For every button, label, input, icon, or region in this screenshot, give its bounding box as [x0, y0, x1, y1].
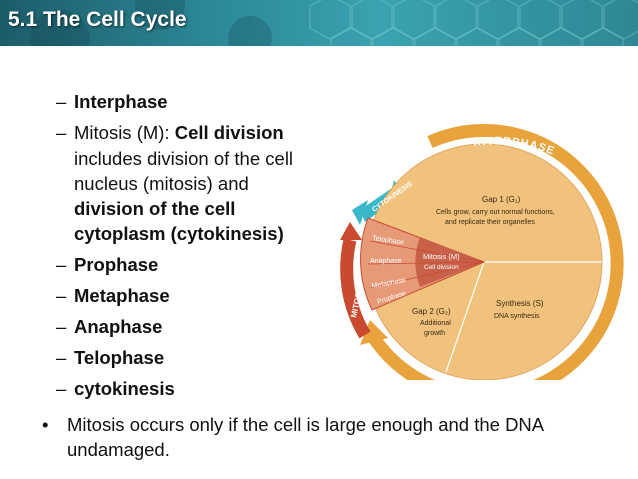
- phase-anaphase: Anaphase: [370, 258, 402, 265]
- phase-divider: [369, 261, 485, 289]
- mitosis-ring: [340, 238, 371, 339]
- list-item-metaphase: Metaphase: [74, 285, 170, 306]
- background-pattern: [30, 0, 638, 46]
- divider-s-g2: [445, 261, 485, 373]
- mitosis-line-2: includes division of the cell: [74, 148, 294, 169]
- dash-marker: –: [56, 91, 67, 112]
- dash-marker: –: [56, 254, 67, 275]
- title-bar: 5.1 The Cell Cycle: [0, 0, 638, 46]
- dash-marker: –: [56, 316, 67, 337]
- mitosis-line-3: nucleus (mitosis) and: [74, 173, 249, 194]
- cytokinesis-arrow-head: [352, 200, 368, 225]
- bullet-line-1: Mitosis occurs only if the cell is large…: [67, 414, 545, 435]
- mitosis-line-5: cytoplasm (cytokinesis): [74, 223, 284, 244]
- page-title: 5.1 The Cell Cycle: [8, 8, 187, 31]
- g1-line-1: Cells grow, carry out normal functions,: [436, 209, 555, 216]
- s-line-1: DNA synthesis: [494, 313, 540, 320]
- interphase-arrow-head: [360, 320, 388, 345]
- phase-telophase: Telophase: [372, 235, 405, 246]
- mitosis-prefix: Mitosis (M):: [74, 122, 175, 143]
- g1-line-2: and replicate their organelles: [445, 219, 535, 226]
- cell-cycle-diagram: INTERPHASE MITOSIS CYTOKINESIS Gap 1 (G₁…: [340, 123, 624, 380]
- mitosis-line-1: Cell division: [424, 264, 459, 271]
- dash-marker: –: [56, 378, 67, 399]
- bullet-dot: •: [42, 414, 49, 435]
- list-item-prophase: Prophase: [74, 254, 159, 275]
- dash-marker: –: [56, 122, 67, 143]
- g1-title: Gap 1 (G₁): [482, 195, 521, 204]
- g2-line-1: Additional: [420, 320, 451, 327]
- mitosis-arrow-head: [340, 222, 362, 240]
- g2-title: Gap 2 (G₂): [412, 307, 451, 316]
- mitosis-bold: Cell division: [174, 122, 284, 143]
- list-item-cytokinesis: cytokinesis: [74, 378, 175, 399]
- phase-divider: [369, 240, 485, 263]
- list-item-telophase: Telophase: [74, 347, 165, 368]
- phase-divider: [367, 261, 485, 265]
- g2-line-2: growth: [424, 330, 445, 337]
- list-item-anaphase: Anaphase: [74, 316, 163, 337]
- mitosis-title: Mitosis (M): [423, 252, 460, 261]
- dash-marker: –: [56, 347, 67, 368]
- s-title: Synthesis (S): [496, 299, 544, 308]
- interphase-ring: [366, 123, 624, 380]
- list-item-interphase: Interphase: [74, 91, 168, 112]
- list-item-mitosis: Mitosis (M): Cell division: [74, 122, 284, 144]
- mitosis-line-4: division of the cell: [74, 198, 236, 219]
- dash-marker: –: [56, 285, 67, 306]
- mitosis-center: [415, 237, 484, 287]
- bullet-line-2: undamaged.: [67, 439, 170, 460]
